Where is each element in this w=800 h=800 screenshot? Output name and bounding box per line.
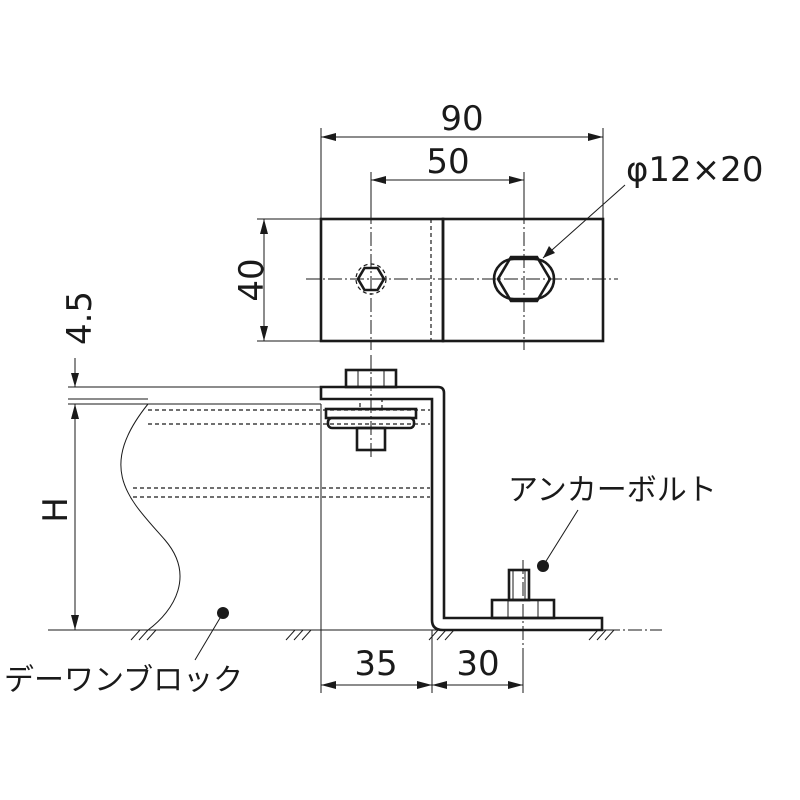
hatch-12 [604, 629, 615, 641]
dim-h-arrow-top [71, 404, 79, 419]
dim-50-arrow-left [371, 176, 386, 184]
top-bolt-shank [355, 426, 387, 452]
hatch-11 [596, 629, 607, 641]
hatch-7 [428, 629, 439, 641]
dim-40: 40 [232, 218, 321, 342]
dim-35-arrow-right [417, 681, 432, 689]
hatch-4 [285, 629, 296, 641]
top-plate-right [441, 217, 605, 343]
anchor-bolt-leader-dot [537, 560, 549, 572]
dim-90-text: 90 [440, 99, 483, 139]
bracket-outline-outer [319, 385, 604, 632]
ground-hatch [130, 629, 615, 641]
side-view [120, 355, 604, 650]
hatch-5 [293, 629, 304, 641]
dim-h-arrow-bottom [71, 615, 79, 630]
dim-h: H [36, 403, 148, 630]
dim-30-text: 30 [456, 644, 499, 684]
hatch-9 [444, 629, 455, 641]
dewan-block-leader-dot [217, 607, 229, 619]
dim-90-arrow-right [588, 133, 603, 141]
slot-size-text: φ12×20 [626, 150, 763, 190]
anchor-bolt-label: アンカーボルト [508, 473, 717, 508]
left-hex-bolt-head [356, 266, 386, 292]
dim-50-arrow-right [509, 176, 524, 184]
dim-35-text: 35 [354, 644, 397, 684]
ground [48, 629, 662, 641]
dim-35-30: 35 30 [320, 630, 524, 693]
dim-90: 90 [320, 99, 604, 219]
dim-35-arrow-left [321, 681, 336, 689]
dewan-block-leader [194, 612, 224, 661]
hatch-6 [301, 629, 312, 641]
dewan-block-callout: デーワンブロック [4, 607, 243, 698]
dim-50-text: 50 [426, 142, 469, 182]
dim-30-arrow-right [508, 681, 523, 689]
top-bolt-shank-hidden [359, 398, 383, 410]
dim-50: 50 [370, 142, 525, 210]
anchor-bolt-threaded [507, 568, 531, 602]
dim-40-arrow-top [260, 219, 268, 234]
dim-40-arrow-bottom [260, 326, 268, 341]
hatch-8 [436, 629, 447, 641]
anchor-bolt-callout: アンカーボルト [508, 473, 717, 572]
dim-30-arrow-left [432, 681, 447, 689]
right-hex-bolt-head [496, 255, 552, 303]
dewan-block-label: デーワンブロック [4, 663, 243, 698]
slot-outline [492, 257, 556, 301]
dim-4-5-arrow [71, 373, 79, 387]
hatch-10 [588, 629, 599, 641]
dim-90-arrow-left [321, 133, 336, 141]
hatch-1 [130, 629, 141, 641]
block-wavy-edge [120, 403, 181, 631]
dim-h-text: H [36, 497, 76, 523]
dim-4-5: 4.5 [60, 291, 321, 400]
hatch-2 [138, 629, 149, 641]
slot-leader-arrow [543, 246, 555, 258]
dim-40-text: 40 [232, 258, 272, 301]
slot-leader-line [542, 184, 626, 259]
left-hole-hidden [355, 263, 387, 295]
top-view [306, 184, 626, 350]
dim-4-5-text: 4.5 [60, 291, 100, 345]
anchor-bolt-leader [542, 509, 579, 567]
hatch-3 [146, 629, 157, 641]
